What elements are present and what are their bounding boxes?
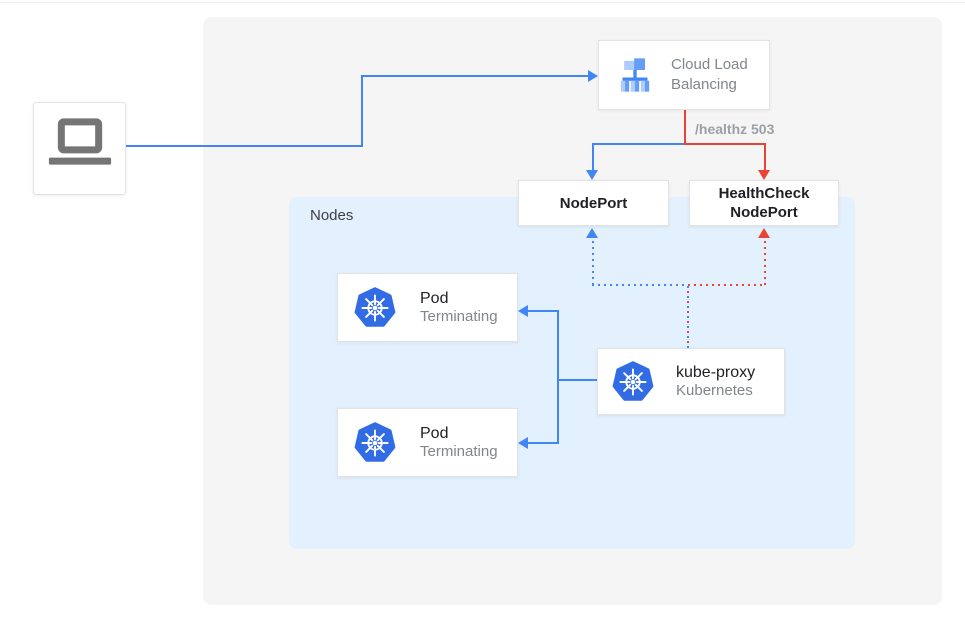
cloud-load-balancing-card: Cloud Load Balancing [598, 40, 770, 110]
connector-split-right-red [684, 143, 766, 145]
arrowhead-into-pod1 [518, 305, 528, 317]
laptop-icon [41, 111, 119, 186]
connector-laptop-h [126, 145, 362, 147]
kubernetes-icon [354, 421, 396, 464]
arrowhead-into-load-balancer [588, 70, 598, 82]
dotted-kubeproxy-up-shared [687, 286, 689, 348]
client-laptop-card [33, 102, 126, 195]
connector-kubeproxy-h [557, 379, 597, 381]
kubernetes-icon [612, 360, 654, 403]
connector-to-pod2 [528, 442, 558, 444]
arrowhead-into-nodeport [586, 170, 598, 180]
nodes-group-label: Nodes [310, 207, 354, 224]
kube-proxy-subtitle: Kubernetes [676, 382, 753, 399]
arrowhead-into-pod2 [518, 437, 528, 449]
pod2-title: Pod [420, 425, 449, 442]
connector-healthcheck-drop-red [764, 143, 766, 172]
arrowhead-into-healthcheck-nodeport [758, 170, 770, 180]
connector-nodeport-drop-blue [592, 143, 594, 172]
connector-split-left-blue [592, 143, 686, 145]
top-divider [0, 2, 965, 3]
healthz-503-label: /healthz 503 [695, 121, 775, 137]
dotted-blue-h [592, 284, 688, 286]
pod2-labels: Pod Terminating [420, 425, 498, 460]
connector-laptop-v [361, 75, 363, 147]
pod2-card: Pod Terminating [337, 408, 518, 477]
load-balancer-icon [615, 56, 655, 94]
connector-to-pod1 [528, 310, 558, 312]
pod1-title: Pod [420, 290, 449, 307]
pod1-card: Pod Terminating [337, 273, 518, 342]
connector-laptop-h2 [361, 75, 589, 77]
kube-proxy-labels: kube-proxy Kubernetes [676, 364, 755, 399]
arrowhead-up-nodeport [586, 228, 598, 238]
kube-proxy-title: kube-proxy [676, 364, 756, 381]
dotted-blue-v [592, 241, 594, 285]
dotted-red-v [764, 241, 766, 285]
cloud-load-balancing-label: Cloud Load Balancing [671, 56, 748, 93]
arrowhead-up-healthcheck-nodeport [758, 228, 770, 238]
nodeport-card: NodePort [518, 180, 669, 226]
connector-lb-down-red [684, 110, 686, 145]
kube-proxy-card: kube-proxy Kubernetes [597, 348, 785, 415]
connector-kubeproxy-v [557, 310, 559, 444]
pod1-labels: Pod Terminating [420, 290, 498, 325]
healthcheck-nodeport-card: HealthCheck NodePort [689, 180, 839, 226]
dotted-red-h [688, 284, 766, 286]
pod2-status: Terminating [420, 443, 498, 460]
nodeport-label: NodePort [559, 194, 628, 212]
kubernetes-icon [354, 286, 396, 329]
healthcheck-nodeport-label: HealthCheck NodePort [718, 185, 810, 221]
pod1-status: Terminating [420, 308, 498, 325]
